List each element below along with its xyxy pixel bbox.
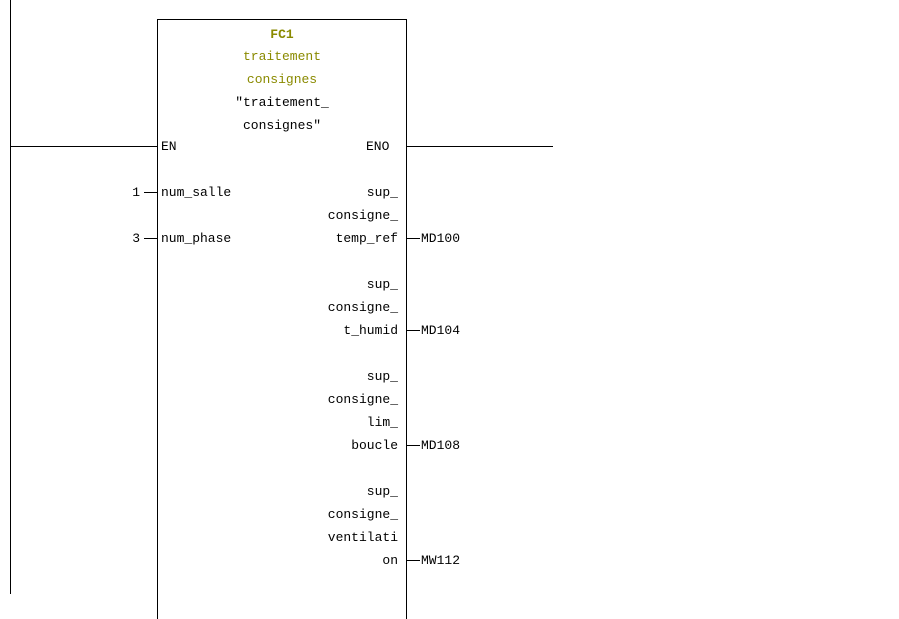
output-pin-line: sup_ [366,369,398,384]
output-pin-line: boucle [351,438,398,453]
eno-pin-label: ENO [366,139,390,154]
output-pin-line: lim_ [366,415,398,430]
output-pin-line: sup_ [366,185,398,200]
en-pin-label: EN [161,139,177,154]
output-operand-md104[interactable]: MD104 [421,323,461,338]
block-name: FC1 [270,27,294,42]
output-pin-line: ventilati [327,530,398,545]
function-block[interactable] [157,19,407,619]
output-operand-mw112[interactable]: MW112 [421,553,461,568]
output-pin-line: temp_ref [335,231,398,246]
output-pin-line: consigne_ [327,507,398,522]
output-wire-md100 [407,238,420,239]
output-pin-line: on [382,553,398,568]
output-pin-line: consigne_ [327,208,398,223]
output-pin-line: consigne_ [327,392,398,407]
en-wire [10,146,157,147]
block-symbol-line-2: consignes" [242,118,321,133]
output-pin-line: sup_ [366,277,398,292]
output-wire-md104 [407,330,420,331]
output-operand-md108[interactable]: MD108 [421,438,461,453]
power-rail [10,0,11,594]
block-symbol-line-1: "traitement_ [235,95,329,110]
input-pin-num-salle: num_salle [161,185,232,200]
input-value-num-salle[interactable]: 1 [132,185,140,200]
output-operand-md100[interactable]: MD100 [421,231,461,246]
output-pin-line: sup_ [366,484,398,499]
block-comment-line-1: traitement [242,49,321,64]
input-pin-num-phase: num_phase [161,231,232,246]
output-pin-line: consigne_ [327,300,398,315]
block-comment-line-2: consignes [246,72,318,87]
eno-wire [407,146,553,147]
input-wire-num-phase [144,238,157,239]
input-wire-num-salle [144,192,157,193]
input-value-num-phase[interactable]: 3 [132,231,140,246]
output-wire-mw112 [407,560,420,561]
output-wire-md108 [407,445,420,446]
output-pin-line: t_humid [343,323,398,338]
